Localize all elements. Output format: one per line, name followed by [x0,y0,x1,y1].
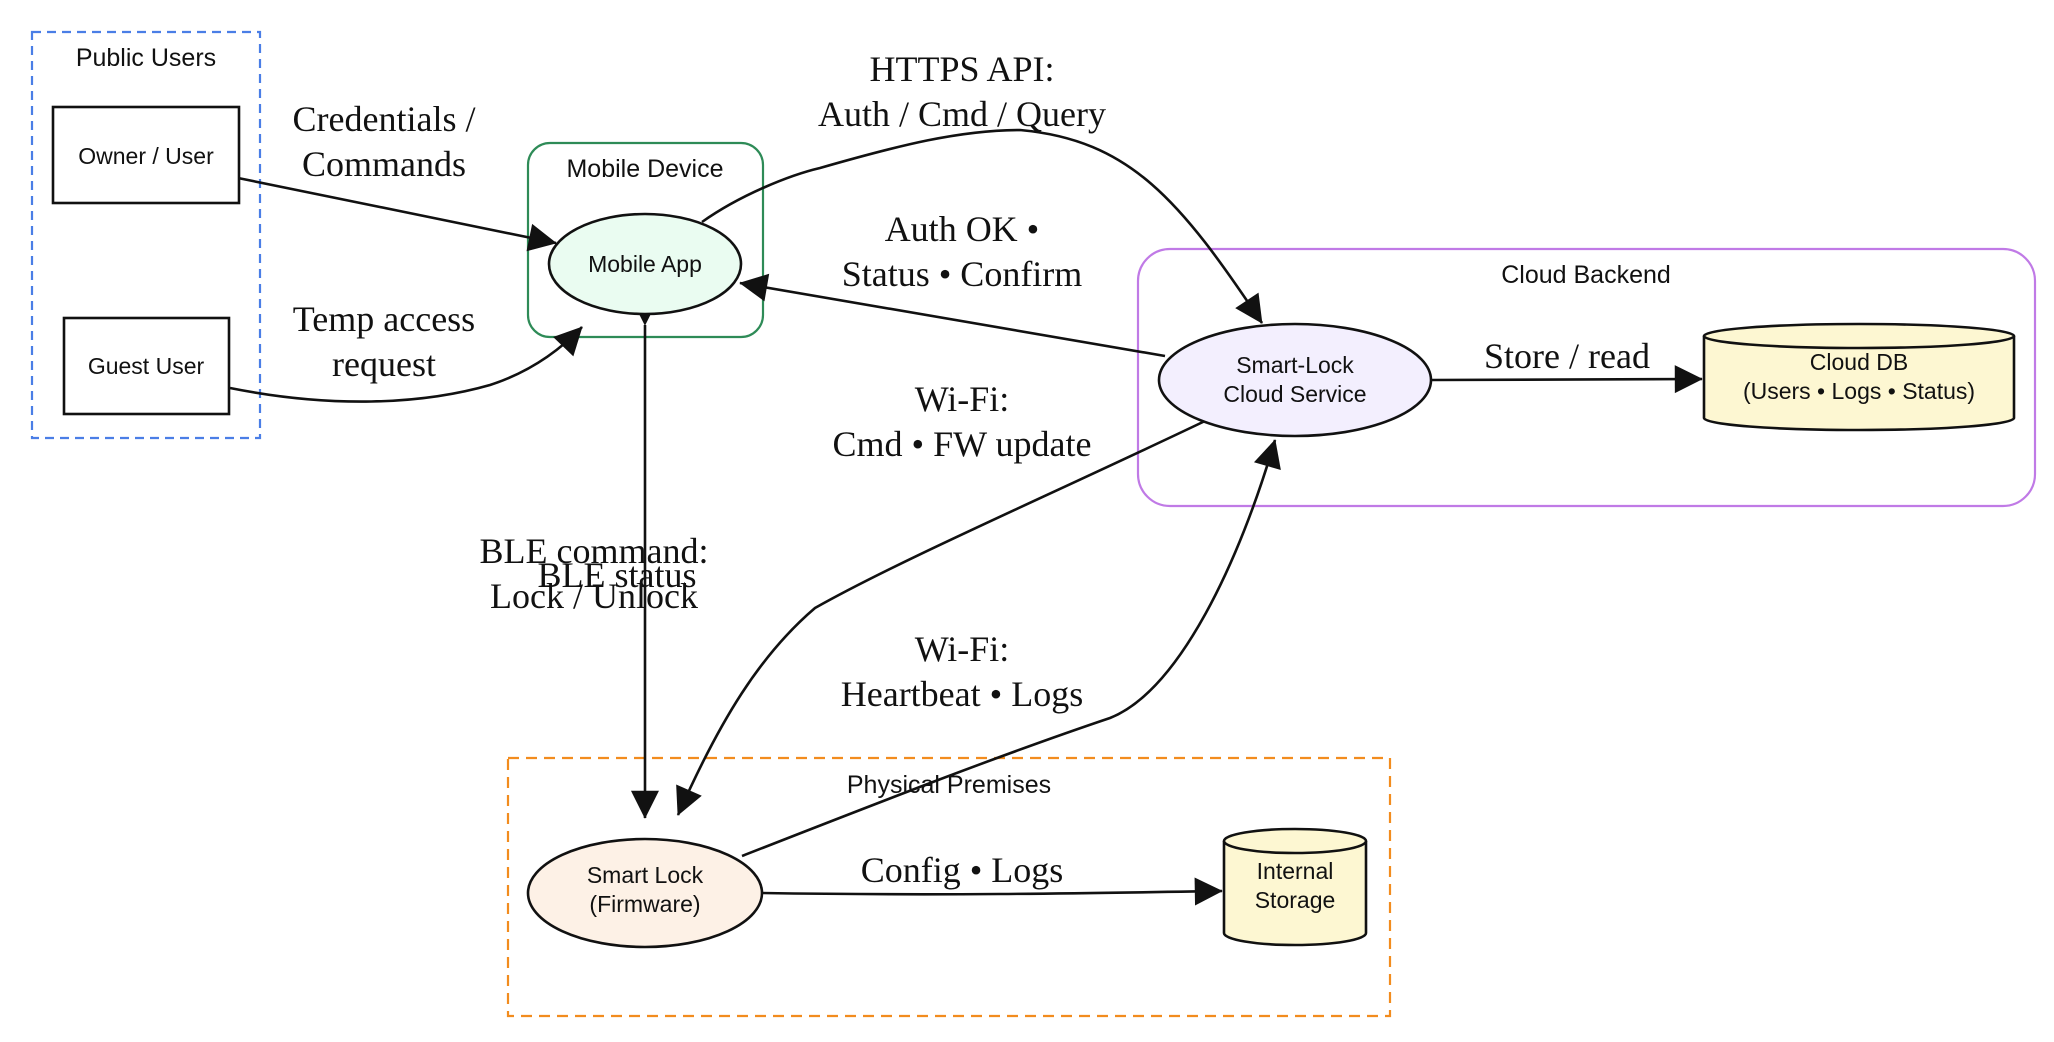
cloud-backend-border [1136,247,2037,508]
ble-command-line2: Lock / Unlock [490,576,698,616]
cloud-db-body [1702,336,2016,432]
cloud-service-label-line1: Smart-Lock [1236,352,1354,378]
credentials-line1: Credentials / [293,99,476,139]
cloud-db-label-line1: Cloud DB [1810,349,1908,375]
smart-lock-label-line2: (Firmware) [589,891,700,917]
ble-command-line1: BLE command: [480,531,709,571]
temp-access-line2: request [332,344,436,384]
auth-ok-line1: Auth OK • [885,209,1040,249]
label-auth-ok: Auth OK • Status • Confirm [842,209,1083,294]
credentials-line2: Commands [302,144,466,184]
edge-credentials [237,176,557,252]
edge-https-api [701,128,1264,324]
mobile-device-title: Mobile Device [566,155,723,183]
wifi-cmd-line2: Cmd • FW update [833,424,1092,464]
cloud-backend-title: Cloud Backend [1501,261,1671,289]
label-wifi-cmd: Wi-Fi: Cmd • FW update [833,379,1092,464]
owner-user-label: Owner / User [78,143,214,169]
smart-lock-ellipse [526,837,764,949]
group-public-users: Public Users [30,30,262,440]
https-api-line1: HTTPS API: [869,49,1054,89]
label-ble-status: BLE status [538,555,697,595]
group-cloud-backend: Cloud Backend [1136,247,2037,508]
smart-lock-label-line1: Smart Lock [587,862,704,888]
guest-user-box [62,316,231,416]
edge-config-logs [761,877,1223,906]
edge-wifi-cmd [676,419,1206,816]
physical-premises-border [506,756,1392,1018]
mobile-app-ellipse [547,212,743,316]
node-mobile-app: Mobile App [547,212,743,316]
wifi-heartbeat-line1: Wi-Fi: [915,629,1010,669]
cloud-service-label-line2: Cloud Service [1223,381,1366,407]
label-wifi-heartbeat: Wi-Fi: Heartbeat • Logs [841,629,1084,714]
internal-storage-label-line1: Internal [1257,858,1334,884]
label-store-read: Store / read [1484,336,1650,376]
label-ble-command: BLE command: Lock / Unlock [480,531,709,616]
edge-store-read [1431,365,1703,394]
mobile-app-label: Mobile App [588,251,702,277]
guest-user-label: Guest User [88,353,205,379]
edge-temp-access [229,326,583,403]
internal-storage-body [1222,841,1368,947]
cloud-db-label-line2: (Users • Logs • Status) [1743,378,1975,404]
node-internal-storage: Internal Storage [1222,827,1368,947]
internal-storage-label-line2: Storage [1255,887,1336,913]
node-cloud-service: Smart-Lock Cloud Service [1157,322,1433,438]
auth-ok-line2: Status • Confirm [842,254,1083,294]
owner-user-box [51,105,241,205]
node-smart-lock: Smart Lock (Firmware) [526,837,764,949]
cloud-service-ellipse [1157,322,1433,438]
public-users-border [30,30,262,440]
cloud-db-top [1702,322,2016,350]
internal-storage-top [1222,827,1368,855]
node-cloud-db: Cloud DB (Users • Logs • Status) [1702,322,2016,432]
node-guest-user: Guest User [62,316,231,416]
label-credentials: Credentials / Commands [293,99,476,184]
label-config-logs: Config • Logs [861,850,1064,890]
label-https-api: HTTPS API: Auth / Cmd / Query [818,49,1106,134]
label-temp-access: Temp access request [293,299,475,384]
group-mobile-device: Mobile Device [526,141,765,339]
wifi-cmd-line1: Wi-Fi: [915,379,1010,419]
public-users-title: Public Users [76,44,216,72]
edge-wifi-heartbeat [741,439,1281,858]
edge-auth-ok [739,273,1166,358]
temp-access-line1: Temp access [293,299,475,339]
https-api-line2: Auth / Cmd / Query [818,94,1106,134]
wifi-heartbeat-line2: Heartbeat • Logs [841,674,1084,714]
node-owner-user: Owner / User [51,105,241,205]
